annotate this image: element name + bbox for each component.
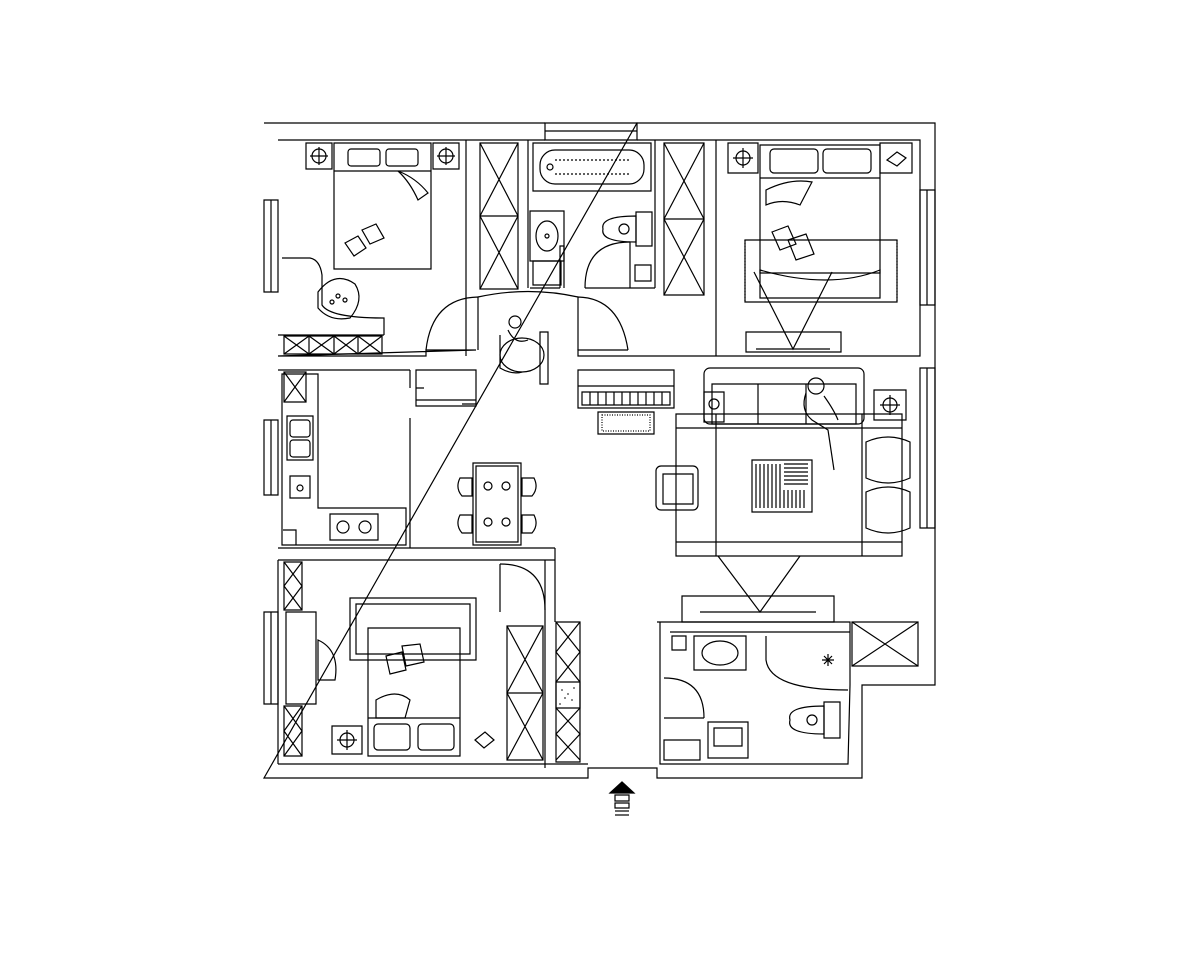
double-bed [760, 145, 880, 273]
wardrobe [664, 143, 704, 295]
dining-chair [522, 478, 536, 533]
coffee-table [752, 460, 812, 512]
ottoman [866, 487, 910, 533]
bedroom-north-east [716, 140, 912, 356]
dining-area [458, 463, 536, 545]
tv-cabinet [746, 332, 841, 352]
double-bed [334, 143, 431, 269]
shower-screen [766, 636, 848, 690]
kitchen [278, 370, 555, 560]
door-swing-arc [585, 242, 630, 288]
side-table [704, 392, 724, 422]
entry-arrow-icon [610, 782, 634, 815]
wardrobe [480, 143, 518, 289]
piano [578, 370, 674, 434]
armchair [656, 466, 698, 510]
living-room [578, 368, 910, 622]
washbasin [694, 636, 746, 670]
bathroom-north [528, 140, 655, 288]
cabinet [852, 622, 918, 666]
washing-machine [284, 372, 306, 402]
toilet [790, 702, 840, 738]
bedroom-south-west [278, 560, 588, 768]
sink [287, 416, 313, 460]
rug [350, 598, 476, 660]
desk-chair [318, 640, 336, 680]
stove [330, 514, 378, 540]
east-windows [920, 190, 935, 528]
bedroom-north-west [278, 140, 466, 356]
bathroom-south-east [657, 622, 918, 764]
nightstand [728, 143, 758, 173]
person-figure [804, 378, 838, 470]
washing-machine [708, 722, 748, 758]
door-swing-arc [500, 564, 545, 610]
nightstand [306, 143, 332, 169]
dining-chair [458, 478, 472, 533]
desk-chair [500, 316, 548, 384]
door-swing-arc [664, 678, 704, 718]
toilet [603, 212, 652, 246]
armchair [318, 279, 359, 319]
hall-door-arcs [426, 292, 628, 351]
dining-table [473, 463, 521, 545]
ottoman [866, 437, 910, 483]
double-bed [368, 628, 460, 756]
nightstand [433, 143, 459, 169]
side-table [874, 390, 906, 420]
sofa [704, 368, 864, 424]
shoe-cabinet [556, 622, 580, 762]
desk [286, 612, 316, 704]
phone [475, 732, 494, 748]
nightstand [332, 726, 362, 754]
bathtub [533, 143, 651, 191]
rug [676, 414, 902, 556]
hatch-fills [559, 687, 575, 705]
